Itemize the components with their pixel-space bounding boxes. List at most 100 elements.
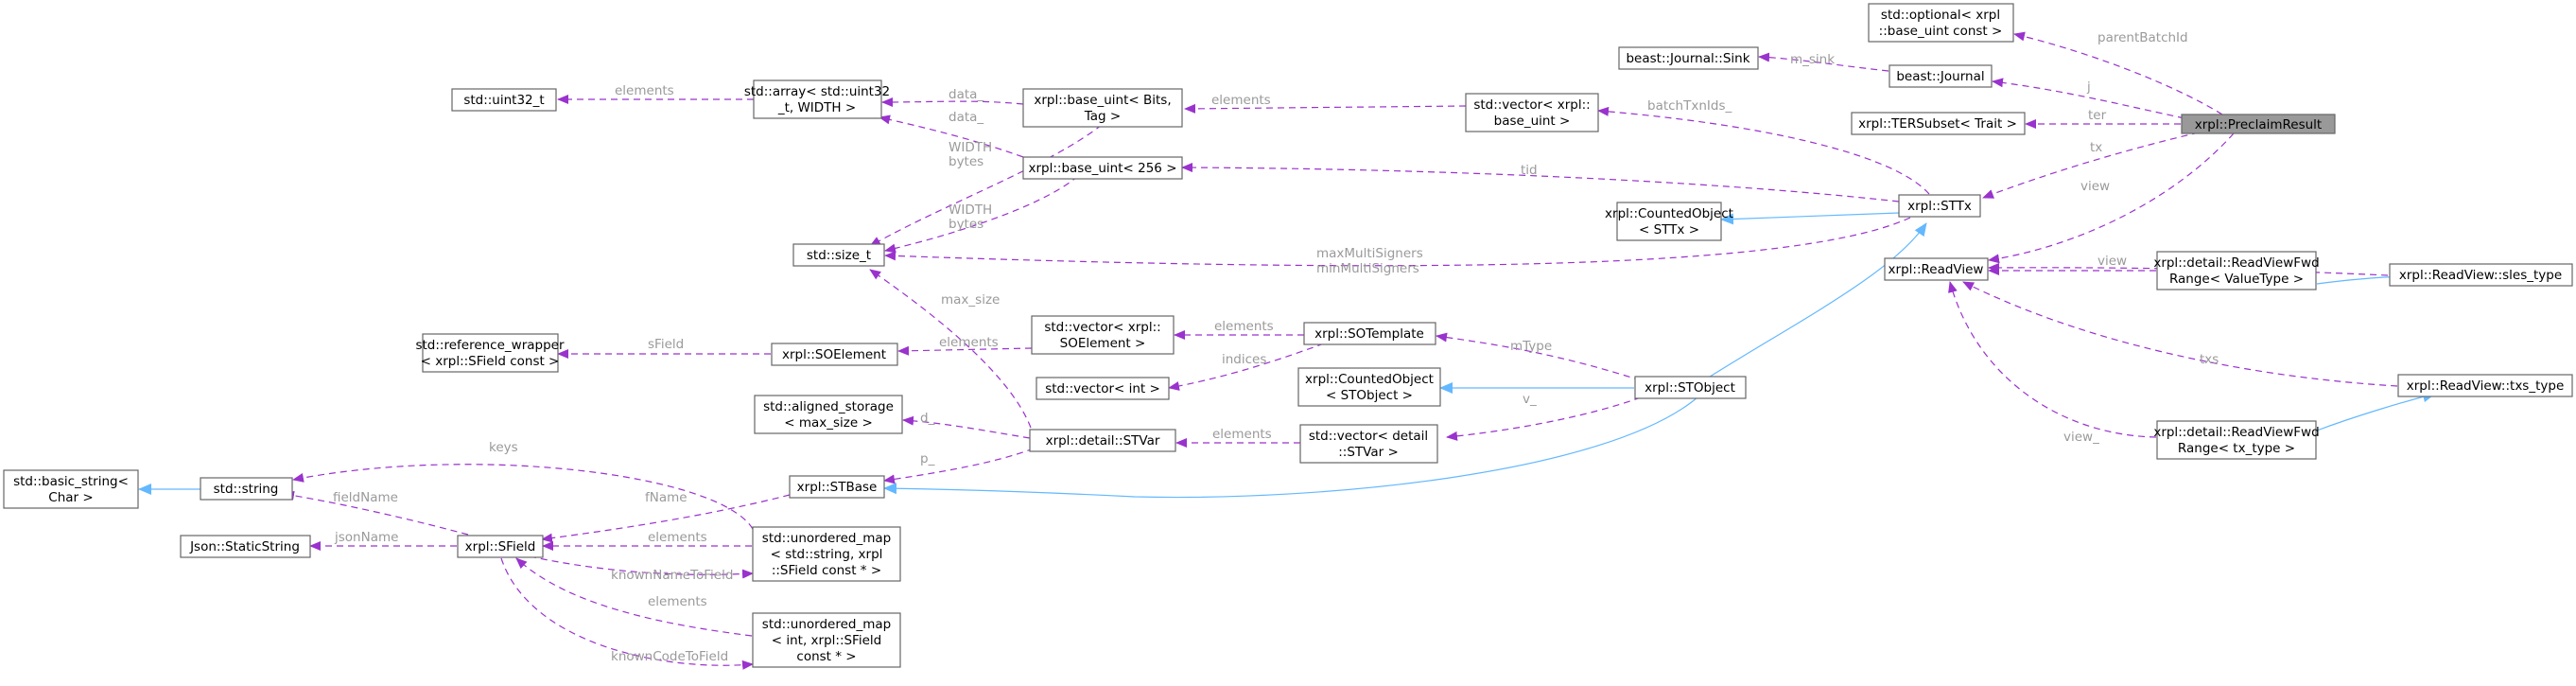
node-sles-type[interactable]: xrpl::ReadView::sles_type — [2389, 263, 2573, 287]
node-counted-sttx[interactable]: xrpl::CountedObject < STTx > — [1605, 202, 1733, 241]
svg-text:xrpl::ReadView::sles_type: xrpl::ReadView::sles_type — [2399, 268, 2562, 283]
node-aligned-storage[interactable]: std::aligned_storage < max_size > — [754, 395, 903, 434]
edge-label-j: j — [2086, 79, 2091, 95]
edge-parent-batch-id: parentBatchId — [2013, 30, 2223, 115]
svg-text:std::unordered_map: std::unordered_map — [762, 617, 891, 632]
edge-label-elements-sotemplate: elements — [1214, 319, 1274, 334]
svg-text:std::array< std::uint32: std::array< std::uint32 — [744, 84, 890, 99]
node-counted-stobject[interactable]: xrpl::CountedObject < STObject > — [1297, 367, 1441, 407]
svg-text:xrpl::STObject: xrpl::STObject — [1645, 380, 1735, 396]
node-optional-base-uint[interactable]: std::optional< xrpl ::base_uint const > — [1868, 3, 2014, 43]
edge-label-parent-batch-id: parentBatchId — [2097, 30, 2188, 45]
node-umap-int[interactable]: std::unordered_map < int, xrpl::SField c… — [752, 612, 901, 668]
node-stvar[interactable]: xrpl::detail::STVar — [1029, 429, 1176, 452]
edge-elements-sotemplate: elements — [1174, 319, 1304, 340]
node-readview[interactable]: xrpl::ReadView — [1884, 257, 1989, 281]
node-txs-type[interactable]: xrpl::ReadView::txs_type — [2397, 374, 2573, 397]
node-fwd-tx[interactable]: xrpl::detail::ReadViewFwd Range< tx_type… — [2153, 420, 2320, 460]
node-preclaim-result[interactable]: xrpl::PreclaimResult — [2181, 114, 2336, 134]
edge-label-max-multi-signers: maxMultiSigners — [1316, 246, 1423, 261]
edge-label-txs: txs — [2200, 352, 2219, 367]
svg-text:SOElement >: SOElement > — [1060, 336, 1146, 351]
edge-width-bits: WIDTH bytes — [869, 124, 1103, 247]
svg-text:const * >: const * > — [796, 649, 856, 664]
svg-text:std::uint32_t: std::uint32_t — [463, 93, 544, 108]
edge-label-min-multi-signers: minMultiSigners — [1316, 261, 1419, 276]
svg-text:xrpl::CountedObject: xrpl::CountedObject — [1305, 372, 1434, 387]
edge-label-width-256-2: bytes — [949, 217, 983, 232]
svg-text:xrpl::CountedObject: xrpl::CountedObject — [1605, 206, 1733, 221]
edge-label-m-sink: m_sink — [1790, 52, 1835, 67]
edge-label-elements-uint32: elements — [615, 83, 674, 98]
node-array-uint32[interactable]: std::array< std::uint32 _t, WIDTH > — [744, 79, 890, 119]
svg-text:xrpl::ReadView: xrpl::ReadView — [1888, 262, 1984, 277]
node-journal[interactable]: beast::Journal — [1888, 64, 1993, 88]
edge-elements-umap-string: elements — [542, 530, 752, 551]
node-sfield[interactable]: xrpl::SField — [457, 535, 544, 558]
edge-known-name-to-field: knownNameToField — [529, 555, 754, 583]
node-vector-int[interactable]: std::vector< int > — [1036, 377, 1170, 400]
svg-text:std::optional< xrpl: std::optional< xrpl — [1881, 8, 2000, 23]
edge-label-fname: fName — [645, 490, 688, 505]
edge-elements-vector-base-uint: elements — [1184, 93, 1467, 114]
node-base-uint-256[interactable]: xrpl::base_uint< 256 > — [1022, 156, 1183, 180]
node-soelement[interactable]: xrpl::SOElement — [771, 343, 898, 366]
edge-m-sink: m_sink — [1758, 52, 1889, 72]
node-umap-string[interactable]: std::unordered_map < std::string, xrpl :… — [752, 526, 901, 582]
svg-text:xrpl::STBase: xrpl::STBase — [797, 480, 878, 495]
edge-label-keys: keys — [489, 440, 518, 455]
svg-text:xrpl::base_uint< Bits,: xrpl::base_uint< Bits, — [1034, 93, 1171, 108]
node-json-static-string[interactable]: Json::StaticString — [180, 535, 311, 558]
node-ter-subset[interactable]: xrpl::TERSubset< Trait > — [1851, 112, 2026, 135]
node-basic-string[interactable]: std::basic_string< Char > — [3, 469, 139, 509]
svg-text:std::vector< xrpl::: std::vector< xrpl:: — [1044, 320, 1160, 335]
edge-view-fwd-tx: view_ — [1948, 281, 2157, 445]
edge-label-view: view — [2080, 179, 2110, 194]
svg-text:std::aligned_storage: std::aligned_storage — [763, 399, 894, 414]
edge-fname: fName — [541, 490, 791, 543]
edge-label-data-256: data_ — [949, 110, 983, 125]
node-uint32[interactable]: std::uint32_t — [451, 88, 557, 112]
node-string[interactable]: std::string — [200, 477, 293, 501]
edge-label-v: v_ — [1523, 392, 1537, 407]
edge-sfield: sField — [557, 337, 771, 359]
edge-inherit-stobject-sttx — [1706, 222, 1927, 379]
edge-inherit-fwd-tx — [2316, 391, 2436, 431]
node-sttx[interactable]: xrpl::STTx — [1898, 194, 1981, 218]
node-vector-stvar[interactable]: std::vector< detail ::STVar > — [1299, 424, 1438, 464]
svg-text:xrpl::SOElement: xrpl::SOElement — [782, 347, 886, 362]
svg-text:< std::string, xrpl: < std::string, xrpl — [771, 547, 883, 562]
edge-max-size: max_size — [869, 269, 1032, 429]
edge-tid: tid — [1181, 163, 1900, 202]
node-vector-base-uint[interactable]: std::vector< xrpl:: base_uint > — [1465, 93, 1599, 132]
edge-view: view — [1988, 132, 2235, 264]
edge-j: j — [1992, 78, 2185, 119]
svg-text:std::string: std::string — [214, 482, 279, 497]
edge-label-max-size: max_size — [941, 292, 1000, 308]
edge-label-width-bits-1: WIDTH — [949, 140, 992, 155]
node-sotemplate[interactable]: xrpl::SOTemplate — [1303, 322, 1436, 345]
node-size-t[interactable]: std::size_t — [792, 243, 885, 267]
node-reference-wrapper[interactable]: std::reference_wrapper < xrpl::SField co… — [415, 333, 565, 373]
edge-ter: ter — [2025, 108, 2181, 129]
svg-text:xrpl::detail::ReadViewFwd: xrpl::detail::ReadViewFwd — [2153, 425, 2319, 440]
svg-text:::base_uint const >: ::base_uint const > — [1879, 24, 2003, 39]
node-base-uint-bits[interactable]: xrpl::base_uint< Bits, Tag > — [1022, 88, 1183, 128]
edge-label-elements-umap-string: elements — [648, 530, 707, 545]
node-stbase[interactable]: xrpl::STBase — [789, 475, 885, 499]
node-fwd-value[interactable]: xrpl::detail::ReadViewFwd Range< ValueTy… — [2153, 251, 2320, 290]
edge-width-256: WIDTH bytes — [884, 175, 1079, 254]
node-stobject[interactable]: xrpl::STObject — [1634, 376, 1747, 399]
node-vector-soelement[interactable]: std::vector< xrpl:: SOElement > — [1031, 315, 1175, 355]
svg-text:xrpl::TERSubset< Trait >: xrpl::TERSubset< Trait > — [1858, 116, 2017, 132]
svg-text:xrpl::detail::STVar: xrpl::detail::STVar — [1046, 433, 1160, 449]
svg-text:xrpl::ReadView::txs_type: xrpl::ReadView::txs_type — [2407, 378, 2565, 394]
svg-text:Char >: Char > — [48, 490, 93, 505]
node-journal-sink[interactable]: beast::Journal::Sink — [1618, 46, 1759, 70]
svg-text:::SField const * >: ::SField const * > — [772, 563, 881, 578]
edge-label-known-name-to-field: knownNameToField — [611, 568, 733, 583]
edge-label-indices: indices — [1222, 352, 1266, 367]
svg-text:xrpl::SField: xrpl::SField — [465, 539, 536, 554]
edge-label-ter: ter — [2088, 108, 2107, 123]
